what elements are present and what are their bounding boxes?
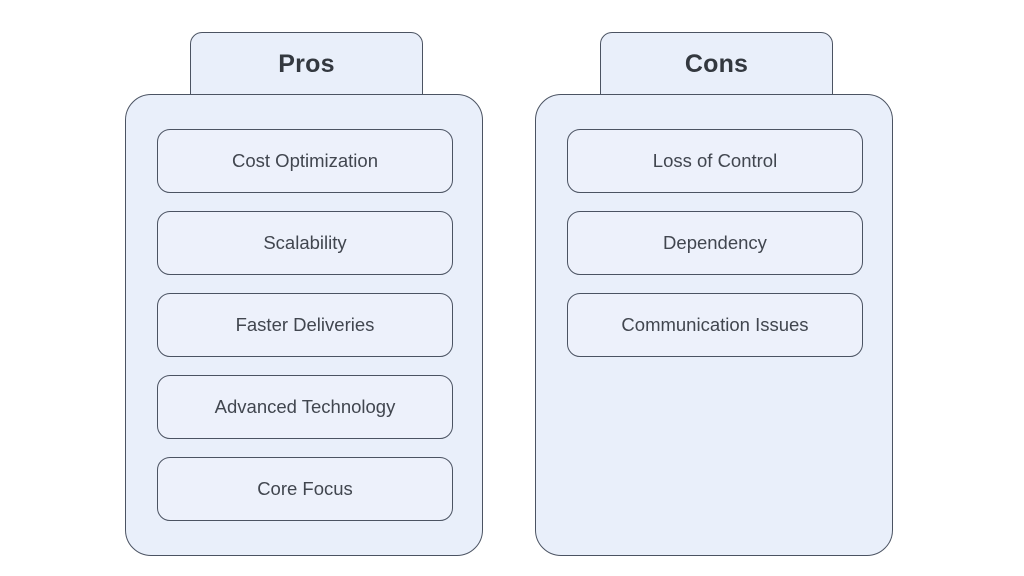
item-label: Dependency <box>663 232 767 253</box>
pros-title: Pros <box>278 50 335 78</box>
cons-title: Cons <box>684 50 749 78</box>
item-label: Core Focus <box>257 478 353 499</box>
item-label: Loss of Control <box>652 150 778 171</box>
item-label: Scalability <box>263 232 347 253</box>
item-label: Faster Deliveries <box>235 314 375 335</box>
pros-header-tab: Pros <box>190 32 423 106</box>
pros-item-core-focus: Core Focus <box>157 457 453 521</box>
pros-item-faster-deliveries: Faster Deliveries <box>157 293 453 357</box>
cons-item-communication-issues: Communication Issues <box>567 293 863 357</box>
pros-item-scalability: Scalability <box>157 211 453 275</box>
item-label: Cost Optimization <box>232 150 378 171</box>
pros-container: Cost Optimization Scalability Faster Del… <box>125 94 483 556</box>
cons-item-dependency: Dependency <box>567 211 863 275</box>
item-label: Communication Issues <box>621 314 809 335</box>
cons-column: Cons Loss of Control Dependency Communic… <box>535 32 893 556</box>
cons-container: Loss of Control Dependency Communication… <box>535 94 893 556</box>
pros-item-cost-optimization: Cost Optimization <box>157 129 453 193</box>
item-label: Advanced Technology <box>214 396 396 417</box>
cons-item-loss-of-control: Loss of Control <box>567 129 863 193</box>
pros-item-advanced-technology: Advanced Technology <box>157 375 453 439</box>
pros-column: Pros Cost Optimization Scalability Faste… <box>125 32 483 556</box>
